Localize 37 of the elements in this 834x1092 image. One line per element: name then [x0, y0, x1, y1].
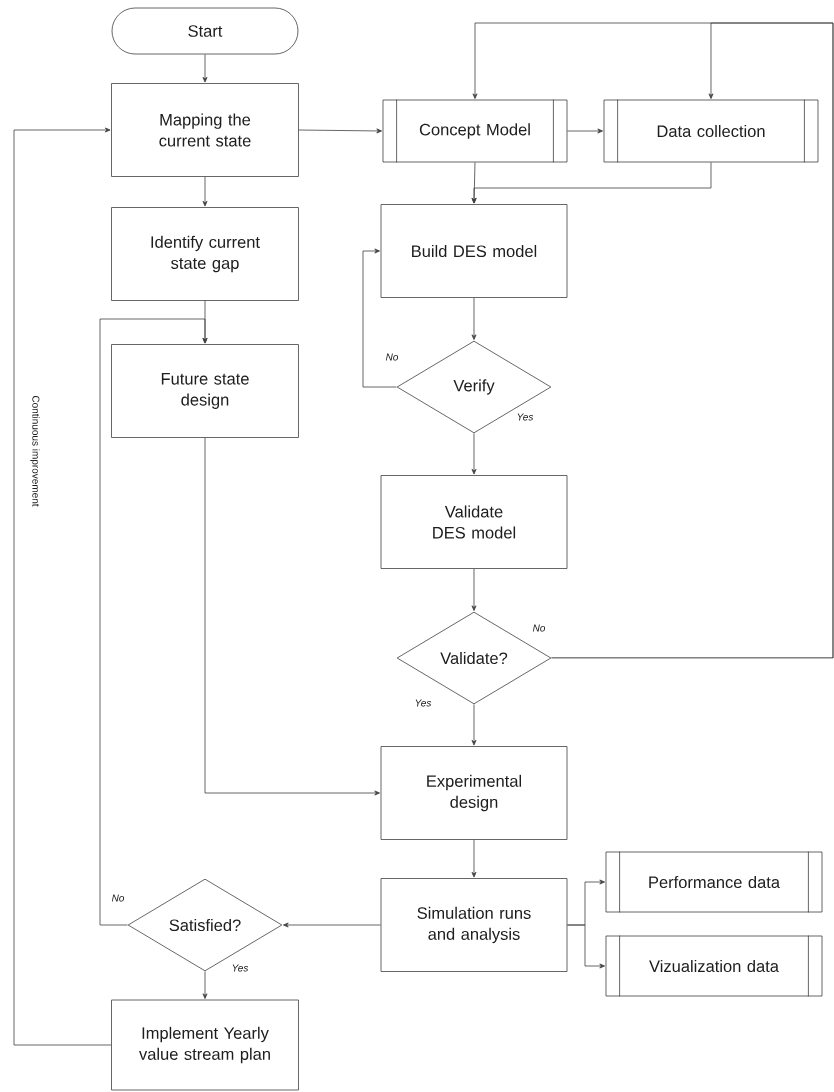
predefined-process-box: Vizualization data: [605, 935, 823, 997]
edge-label: Yes: [413, 698, 433, 708]
arrow: [471, 839, 477, 878]
process-box: Simulation runs and analysis: [380, 878, 568, 972]
predefined-process-box: Concept Model: [382, 99, 568, 163]
arrow: [471, 568, 477, 611]
edge-label: Yes: [515, 412, 535, 422]
process-box: Future state design: [111, 344, 299, 438]
arrow: [202, 176, 208, 207]
process-box: Identify current state gap: [111, 207, 299, 301]
process-box: Mapping the current state: [111, 83, 299, 177]
arrow: [471, 297, 477, 340]
predefined-process-box: Data collection: [603, 99, 819, 163]
arrow: [471, 704, 477, 746]
arrow: [99, 318, 208, 926]
arrow: [202, 971, 208, 999]
arrow: [567, 128, 603, 134]
process-box: Validate DES model: [380, 475, 568, 569]
predefined-process-box: Performance data: [605, 851, 823, 913]
edge-label: No: [110, 893, 126, 903]
arrow: [202, 54, 208, 83]
arrow: [551, 22, 834, 659]
edge-label: Continuous improvement: [29, 394, 41, 508]
process-box: Implement Yearly value stream plan: [111, 999, 299, 1091]
arrow: [13, 127, 112, 1046]
arrow: [283, 922, 381, 928]
process-box: Build DES model: [380, 204, 568, 298]
arrow: [298, 128, 382, 134]
arrow: [471, 162, 712, 204]
arrow: [471, 433, 477, 475]
arrow: [567, 924, 605, 969]
terminal-box: Start: [111, 7, 299, 55]
edge-label: No: [531, 623, 547, 633]
process-box: Experimental design: [380, 746, 568, 840]
edge-label: Yes: [230, 963, 250, 973]
arrow: [204, 437, 380, 796]
arrow: [362, 248, 397, 388]
